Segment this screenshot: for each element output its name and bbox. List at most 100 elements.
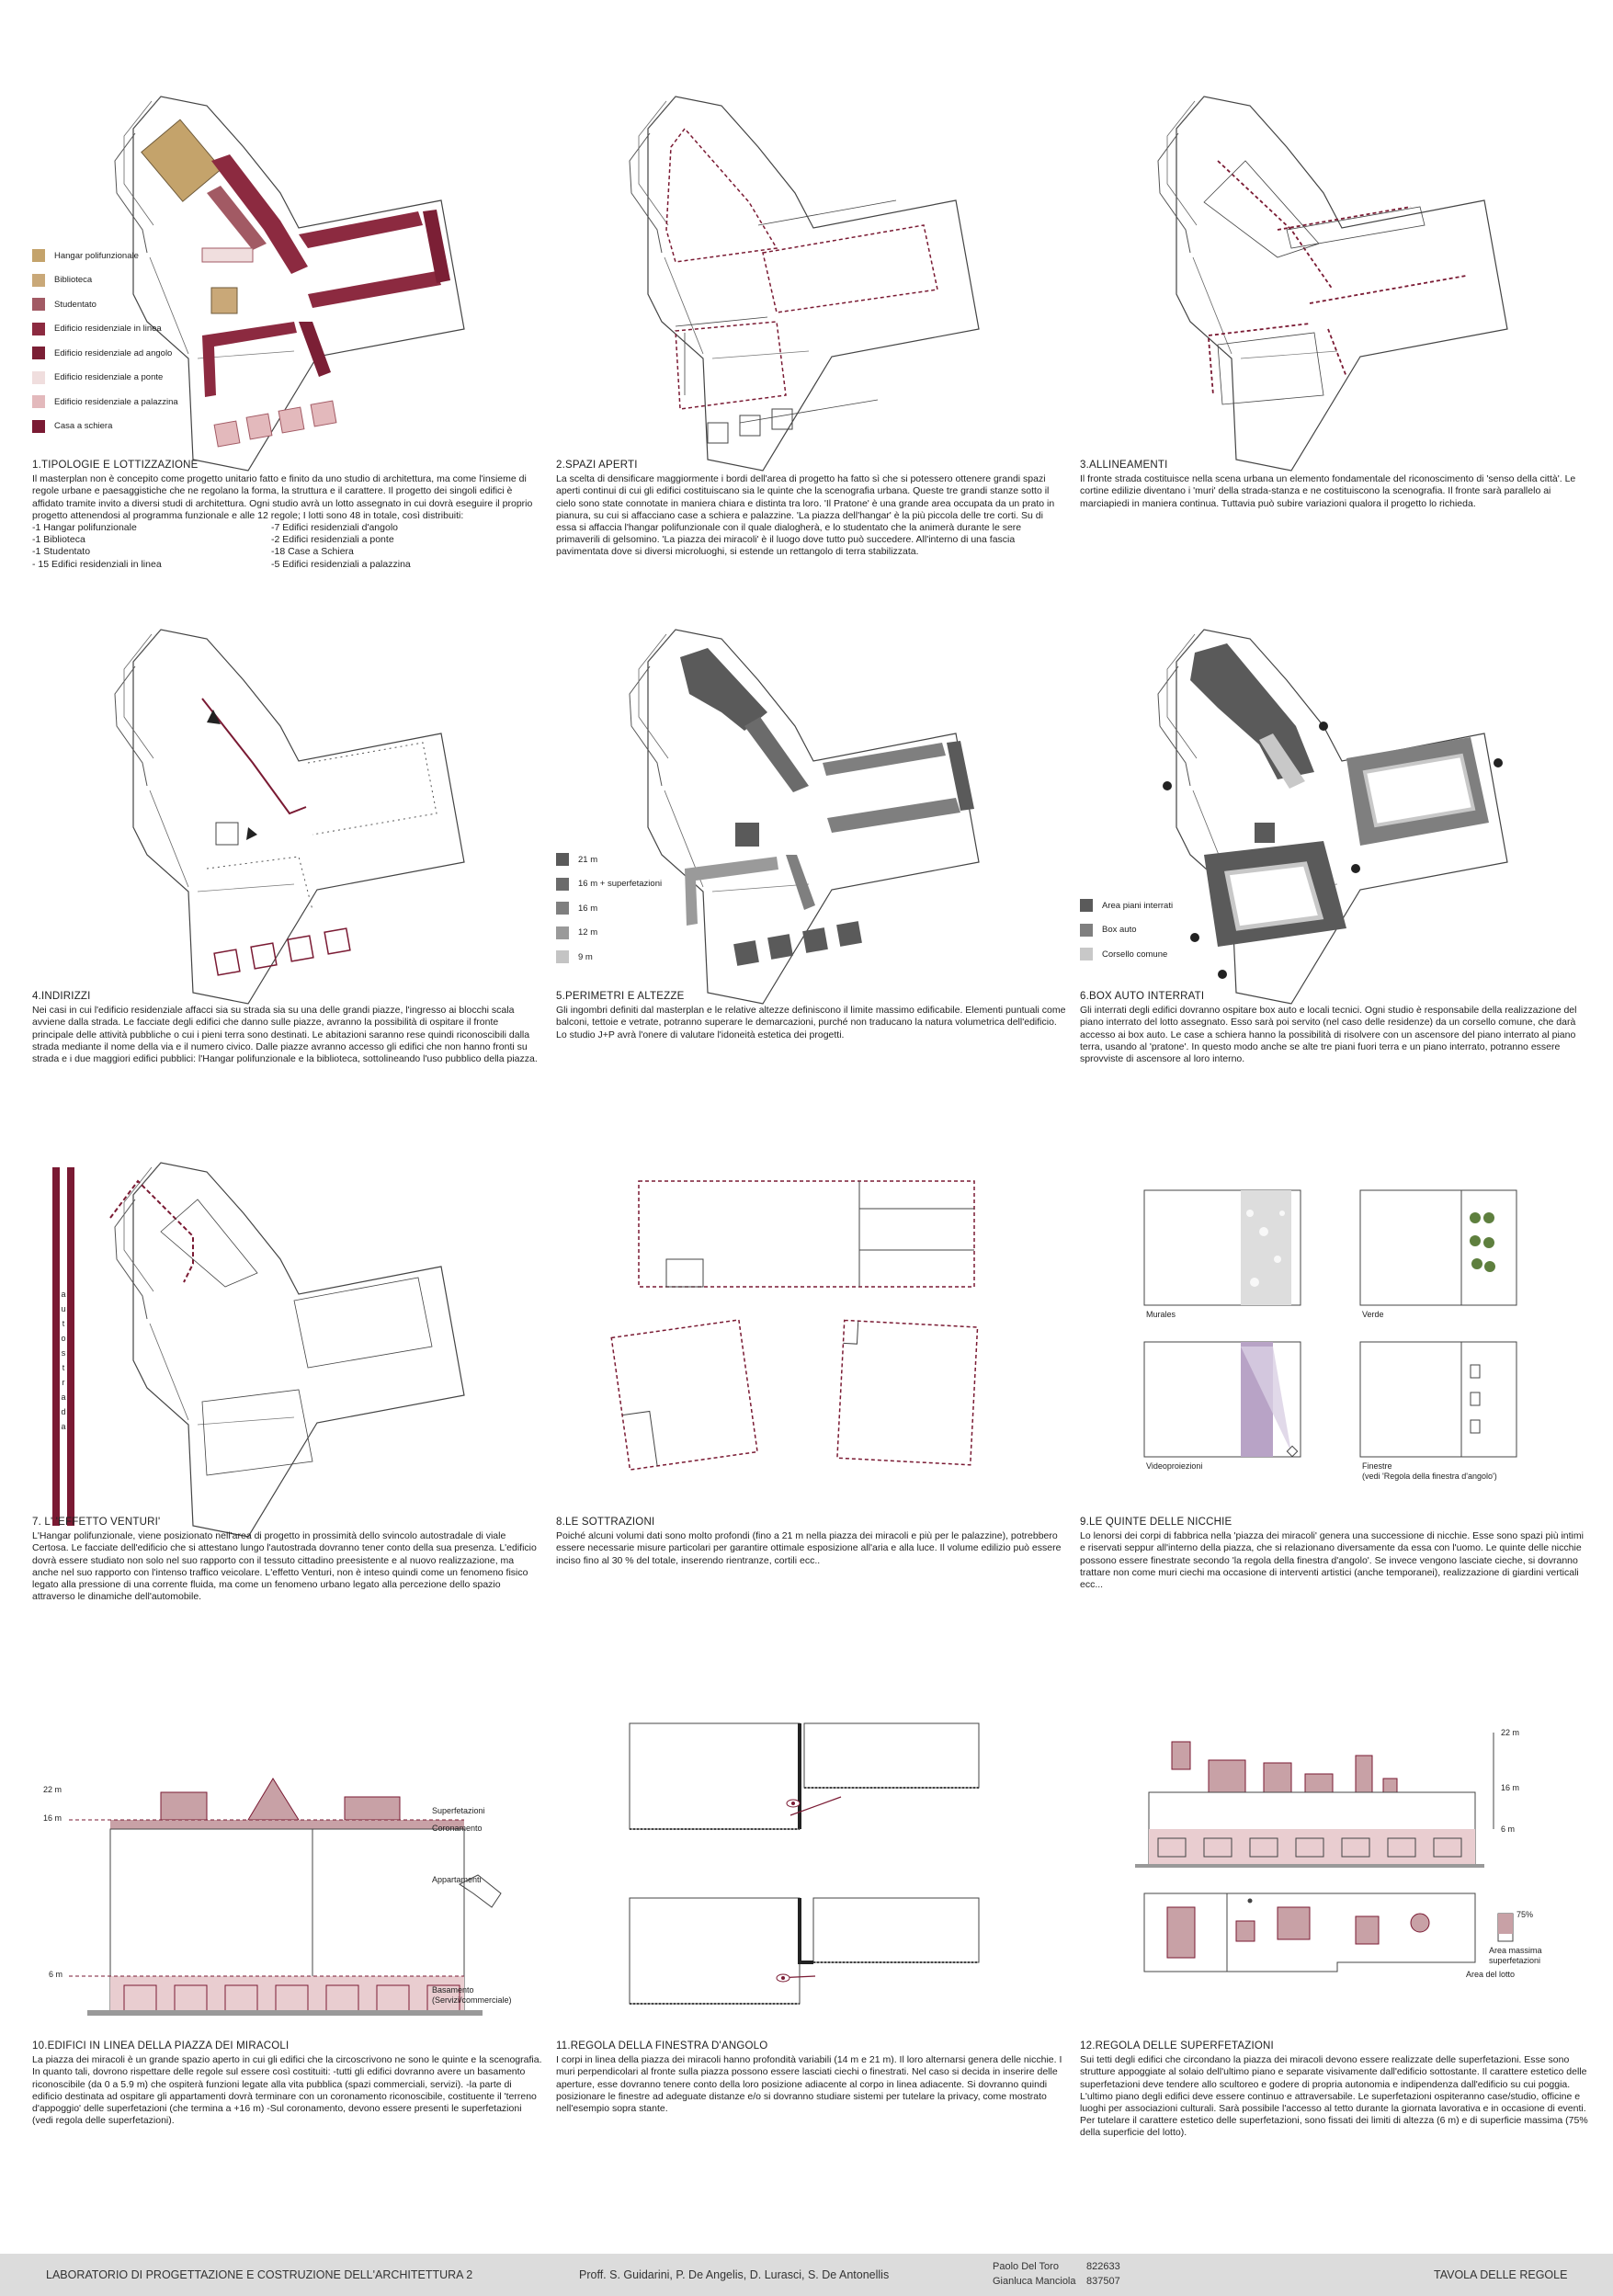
biblioteca-outline [215, 822, 239, 846]
panel-spazi-aperti: 2.SPAZI APERTI La scelta di densificare … [556, 92, 1071, 579]
corner-window-plans [629, 1722, 980, 2005]
niche-verde [1359, 1189, 1517, 1306]
volume-16m-sup [744, 717, 809, 792]
legend-label: Edificio residenziale ad angolo [54, 347, 173, 358]
panel-finestra-angolo: 11.REGOLA DELLA FINESTRA D'ANGOLO I corp… [556, 1710, 1071, 2243]
caption-title: 6.BOX AUTO INTERRATI [1080, 991, 1205, 1002]
caption-text: Sui tetti degli edifici che circondano l… [1080, 2054, 1588, 2139]
legend-label: 9 m [578, 951, 593, 962]
palazzina-outline-3 [771, 408, 793, 430]
site-plan-allineamenti [1157, 96, 1508, 472]
legend-swatch [32, 298, 45, 311]
niche-murales [1143, 1189, 1301, 1306]
lot-list-item: - 15 Edifici residenziali in linea [32, 558, 162, 570]
caption-title: 4.INDIRIZZI [32, 991, 91, 1002]
footer-bar: LABORATORIO DI PROGETTAZIONE E COSTRUZIO… [0, 2254, 1613, 2296]
lot-list-item: -1 Studentato [32, 546, 91, 558]
legend-item: 21 m [556, 852, 662, 867]
palazzina-3 [278, 406, 305, 434]
pratone-outline [762, 224, 938, 313]
legend-swatch [556, 853, 569, 866]
legend-item: 16 m [556, 901, 662, 915]
label-verde: Verde [1362, 1310, 1384, 1319]
volume-16m-b [827, 798, 960, 833]
label-finestre-note: (vedi 'Regola della finestra d'angolo') [1362, 1472, 1497, 1481]
legend-swatch [1080, 948, 1093, 960]
ponte-block [201, 247, 254, 263]
lot-list-item: -2 Edifici residenziali a ponte [271, 534, 394, 546]
legend-label: Box auto [1102, 925, 1137, 935]
label-h6: 6 m [1501, 1824, 1516, 1834]
corsello-east [1362, 753, 1476, 828]
caption-title: 12.REGOLA DELLE SUPERFETAZIONI [1080, 2040, 1274, 2052]
road-letter: t [62, 1319, 65, 1328]
piazza-miracoli-outline [675, 321, 787, 410]
lot-list-item: -1 Biblioteca [32, 534, 85, 546]
legend-item: Edificio residenziale ad angolo [32, 346, 178, 360]
legend-item: Edificio residenziale a palazzina [32, 394, 178, 409]
niche-diagrams [1143, 1189, 1517, 1458]
car-icons [1163, 722, 1503, 979]
legend-item: 16 m + superfetazioni [556, 877, 662, 892]
road-letter: t [62, 1363, 65, 1372]
footer-professors: Proff. S. Guidarini, P. De Angelis, D. L… [579, 2268, 890, 2281]
site-plan-tipologie [114, 96, 465, 472]
site-plan-venturi [52, 1162, 465, 1538]
site-plan-indirizzi [114, 629, 465, 1005]
residential-linea-a [207, 186, 267, 250]
basamento-band [110, 1976, 464, 2013]
caption-text: Poiché alcuni volumi dati sono molto pro… [556, 1530, 1062, 1566]
legend-label: Edificio residenziale a palazzina [54, 396, 178, 407]
superfetazioni-diagrams [1135, 1733, 1514, 1972]
piazza-hangar-outline [665, 127, 778, 263]
superfetazione-1 [160, 1791, 208, 1821]
lot-list-item: -1 Hangar polifunzionale [32, 522, 137, 534]
legend-swatch [556, 902, 569, 915]
footer-sheet-title: TAVOLA DELLE REGOLE [1434, 2268, 1568, 2281]
caption-title: 2.SPAZI APERTI [556, 460, 638, 471]
legend-label: Edificio residenziale in linea [54, 324, 162, 334]
subtraction-block-square-a [610, 1319, 758, 1471]
legend-label: 16 m + superfetazioni [578, 879, 663, 889]
site-plan-interrati [1157, 629, 1508, 1005]
caption-text: L'Hangar polifunzionale, viene posiziona… [32, 1530, 537, 1603]
palazzina-outline-1 [213, 949, 241, 976]
label-h16: 16 m [43, 1813, 62, 1823]
lot-list: -1 Hangar polifunzionale-1 Biblioteca-1 … [32, 522, 542, 571]
caption-box-auto: 6.BOX AUTO INTERRATI Gli interrati degli… [1080, 991, 1590, 1065]
residential-angolo-a [423, 210, 450, 283]
volume-palazzina-2 [767, 934, 793, 960]
label-superfetazioni: Superfetazioni [432, 1806, 485, 1815]
caption-venturi: 7. L' 'EFFETTO VENTURI' L'Hangar polifun… [32, 1517, 542, 1603]
caption-title: 8.LE SOTTRAZIONI [556, 1517, 655, 1528]
caption-title: 3.ALLINEAMENTI [1080, 460, 1168, 471]
legend-label: 16 m [578, 903, 598, 914]
studentato-block [211, 154, 308, 274]
road-band-left [52, 1167, 60, 1526]
legend-label: 21 m [578, 854, 598, 865]
legend-item: Hangar polifunzionale [32, 248, 178, 263]
caption-title: 10.EDIFICI IN LINEA DELLA PIAZZA DEI MIR… [32, 2040, 290, 2052]
legend-item: 9 m [556, 949, 662, 964]
lot-list-item: -7 Edifici residenziali d'angolo [271, 522, 398, 534]
road-letter: a [61, 1290, 66, 1299]
elevation-edifici-linea [69, 1778, 502, 2016]
label-videoproiezioni: Videoproiezioni [1146, 1461, 1203, 1471]
legend-label: Studentato [54, 299, 97, 310]
road-letter: a [61, 1392, 66, 1402]
lot-list-right: -7 Edifici residenziali d'angolo-2 Edifi… [271, 522, 510, 571]
legend-item: Box auto [1080, 923, 1173, 938]
legend-item: Area piani interrati [1080, 898, 1173, 913]
legend-swatch [556, 950, 569, 963]
building-outlines [675, 199, 897, 424]
volume-21m-hangar [680, 648, 767, 731]
corner-plan-a [629, 1722, 980, 1830]
legend-item: Casa a schiera [32, 419, 178, 434]
volume-palazzina-1 [733, 940, 759, 966]
building-outlines [160, 1199, 433, 1476]
volume-21m-angolo [947, 741, 974, 811]
superfetazione-2 [247, 1778, 300, 1821]
building-outlines [1203, 160, 1426, 405]
